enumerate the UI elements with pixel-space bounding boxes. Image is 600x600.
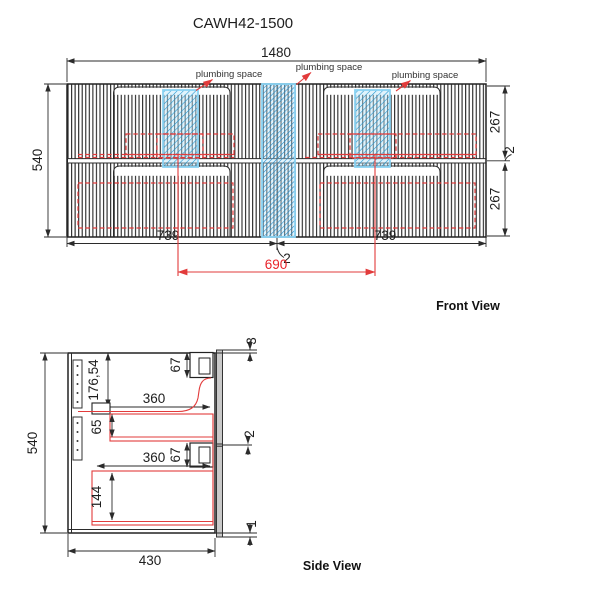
dim-1480-text: 1480: [261, 45, 291, 60]
dim-drawer-heights: 267 267 2: [487, 85, 517, 237]
dim-540-front-text: 540: [30, 149, 45, 172]
side-mount-rail-top: [72, 359, 83, 409]
dim-bottom-drawer-depth: 360: [96, 450, 211, 469]
plumbing-label-left-text: plumbing space: [196, 69, 263, 80]
plumbing-label-right-text: plumbing space: [392, 70, 459, 81]
dim-basin-spans: 739 739: [66, 228, 487, 247]
plumbing-label-left: plumbing space: [195, 69, 263, 91]
dim-side-depth: 430: [67, 534, 216, 568]
front-drawer-top-left: [113, 86, 231, 159]
callout-gap-middle: 2: [222, 430, 257, 455]
leader-arrow-right: [395, 80, 411, 92]
dim-690-text: 690: [265, 257, 288, 272]
dim-540-side-text: 540: [25, 432, 40, 455]
dim-67-top-text: 67: [168, 357, 183, 372]
dim-360-bottom-text: 360: [143, 450, 166, 465]
dim-176-text: 176,54: [86, 359, 101, 401]
drawing-title: CAWH42-1500: [193, 15, 293, 32]
leader-arrow-center: [296, 72, 312, 85]
plumbing-label-center-text: plumbing space: [296, 62, 363, 73]
front-recess-bl: [114, 166, 229, 176]
dim-430-text: 430: [139, 553, 162, 568]
callout-3-text: 3: [244, 337, 259, 345]
side-view: 67 176,54 360 65 67: [25, 337, 361, 573]
side-bracket-top: 67: [168, 351, 214, 379]
callout-2-text: 2: [242, 430, 257, 438]
dim-67-bottom-text: 67: [168, 447, 183, 462]
dim-360-top-text: 360: [143, 391, 166, 406]
dim-739-left-text: 739: [157, 228, 180, 243]
side-mount-rail-bottom: [72, 416, 83, 461]
hidden-basin-outlines: [77, 133, 477, 229]
dim-top-drawer-depth: 360: [96, 391, 211, 410]
dim-top-clearance: 176,54: [86, 352, 111, 408]
side-bottom-drawer-box: [91, 414, 214, 526]
front-recess-br: [324, 166, 439, 176]
callout-gap-bottom: 1: [215, 520, 259, 546]
dim-overall-width: 1480: [66, 45, 487, 82]
side-view-caption: Side View: [303, 559, 361, 573]
dim-267-top-text: 267: [488, 111, 503, 134]
dim-front-height: 540: [30, 83, 66, 238]
plumbing-zone-right: [354, 89, 391, 168]
dim-739-right-text: 739: [374, 228, 397, 243]
callout-1-text: 1: [244, 520, 259, 528]
side-drawer-back-step: [91, 402, 111, 415]
front-drawer-top-right: [323, 86, 441, 159]
leader-arrow-left: [195, 79, 213, 91]
plumbing-zone-left: [162, 89, 199, 168]
dim-bottom-drawer-inner: 144: [89, 472, 115, 521]
dim-267-bottom-text: 267: [488, 188, 503, 211]
callout-center-gap: 2: [276, 246, 291, 266]
dim-gap-side-text: 2: [502, 146, 517, 154]
plumbing-label-center: plumbing space: [296, 62, 363, 85]
callout-center-gap-text: 2: [283, 251, 291, 266]
plumbing-zone-center: [261, 83, 296, 238]
dim-top-drawer-inner: 65: [89, 414, 115, 438]
front-view: plumbing space plumbing space plumbing s…: [30, 45, 517, 313]
front-view-caption: Front View: [436, 299, 500, 313]
dim-65-text: 65: [89, 419, 104, 434]
plumbing-label-right: plumbing space: [392, 70, 459, 92]
dim-drain-spacing: 690: [177, 155, 376, 276]
callout-gap-top: 3: [215, 337, 259, 362]
dim-144-text: 144: [89, 485, 104, 508]
dim-side-height: 540: [25, 352, 67, 534]
